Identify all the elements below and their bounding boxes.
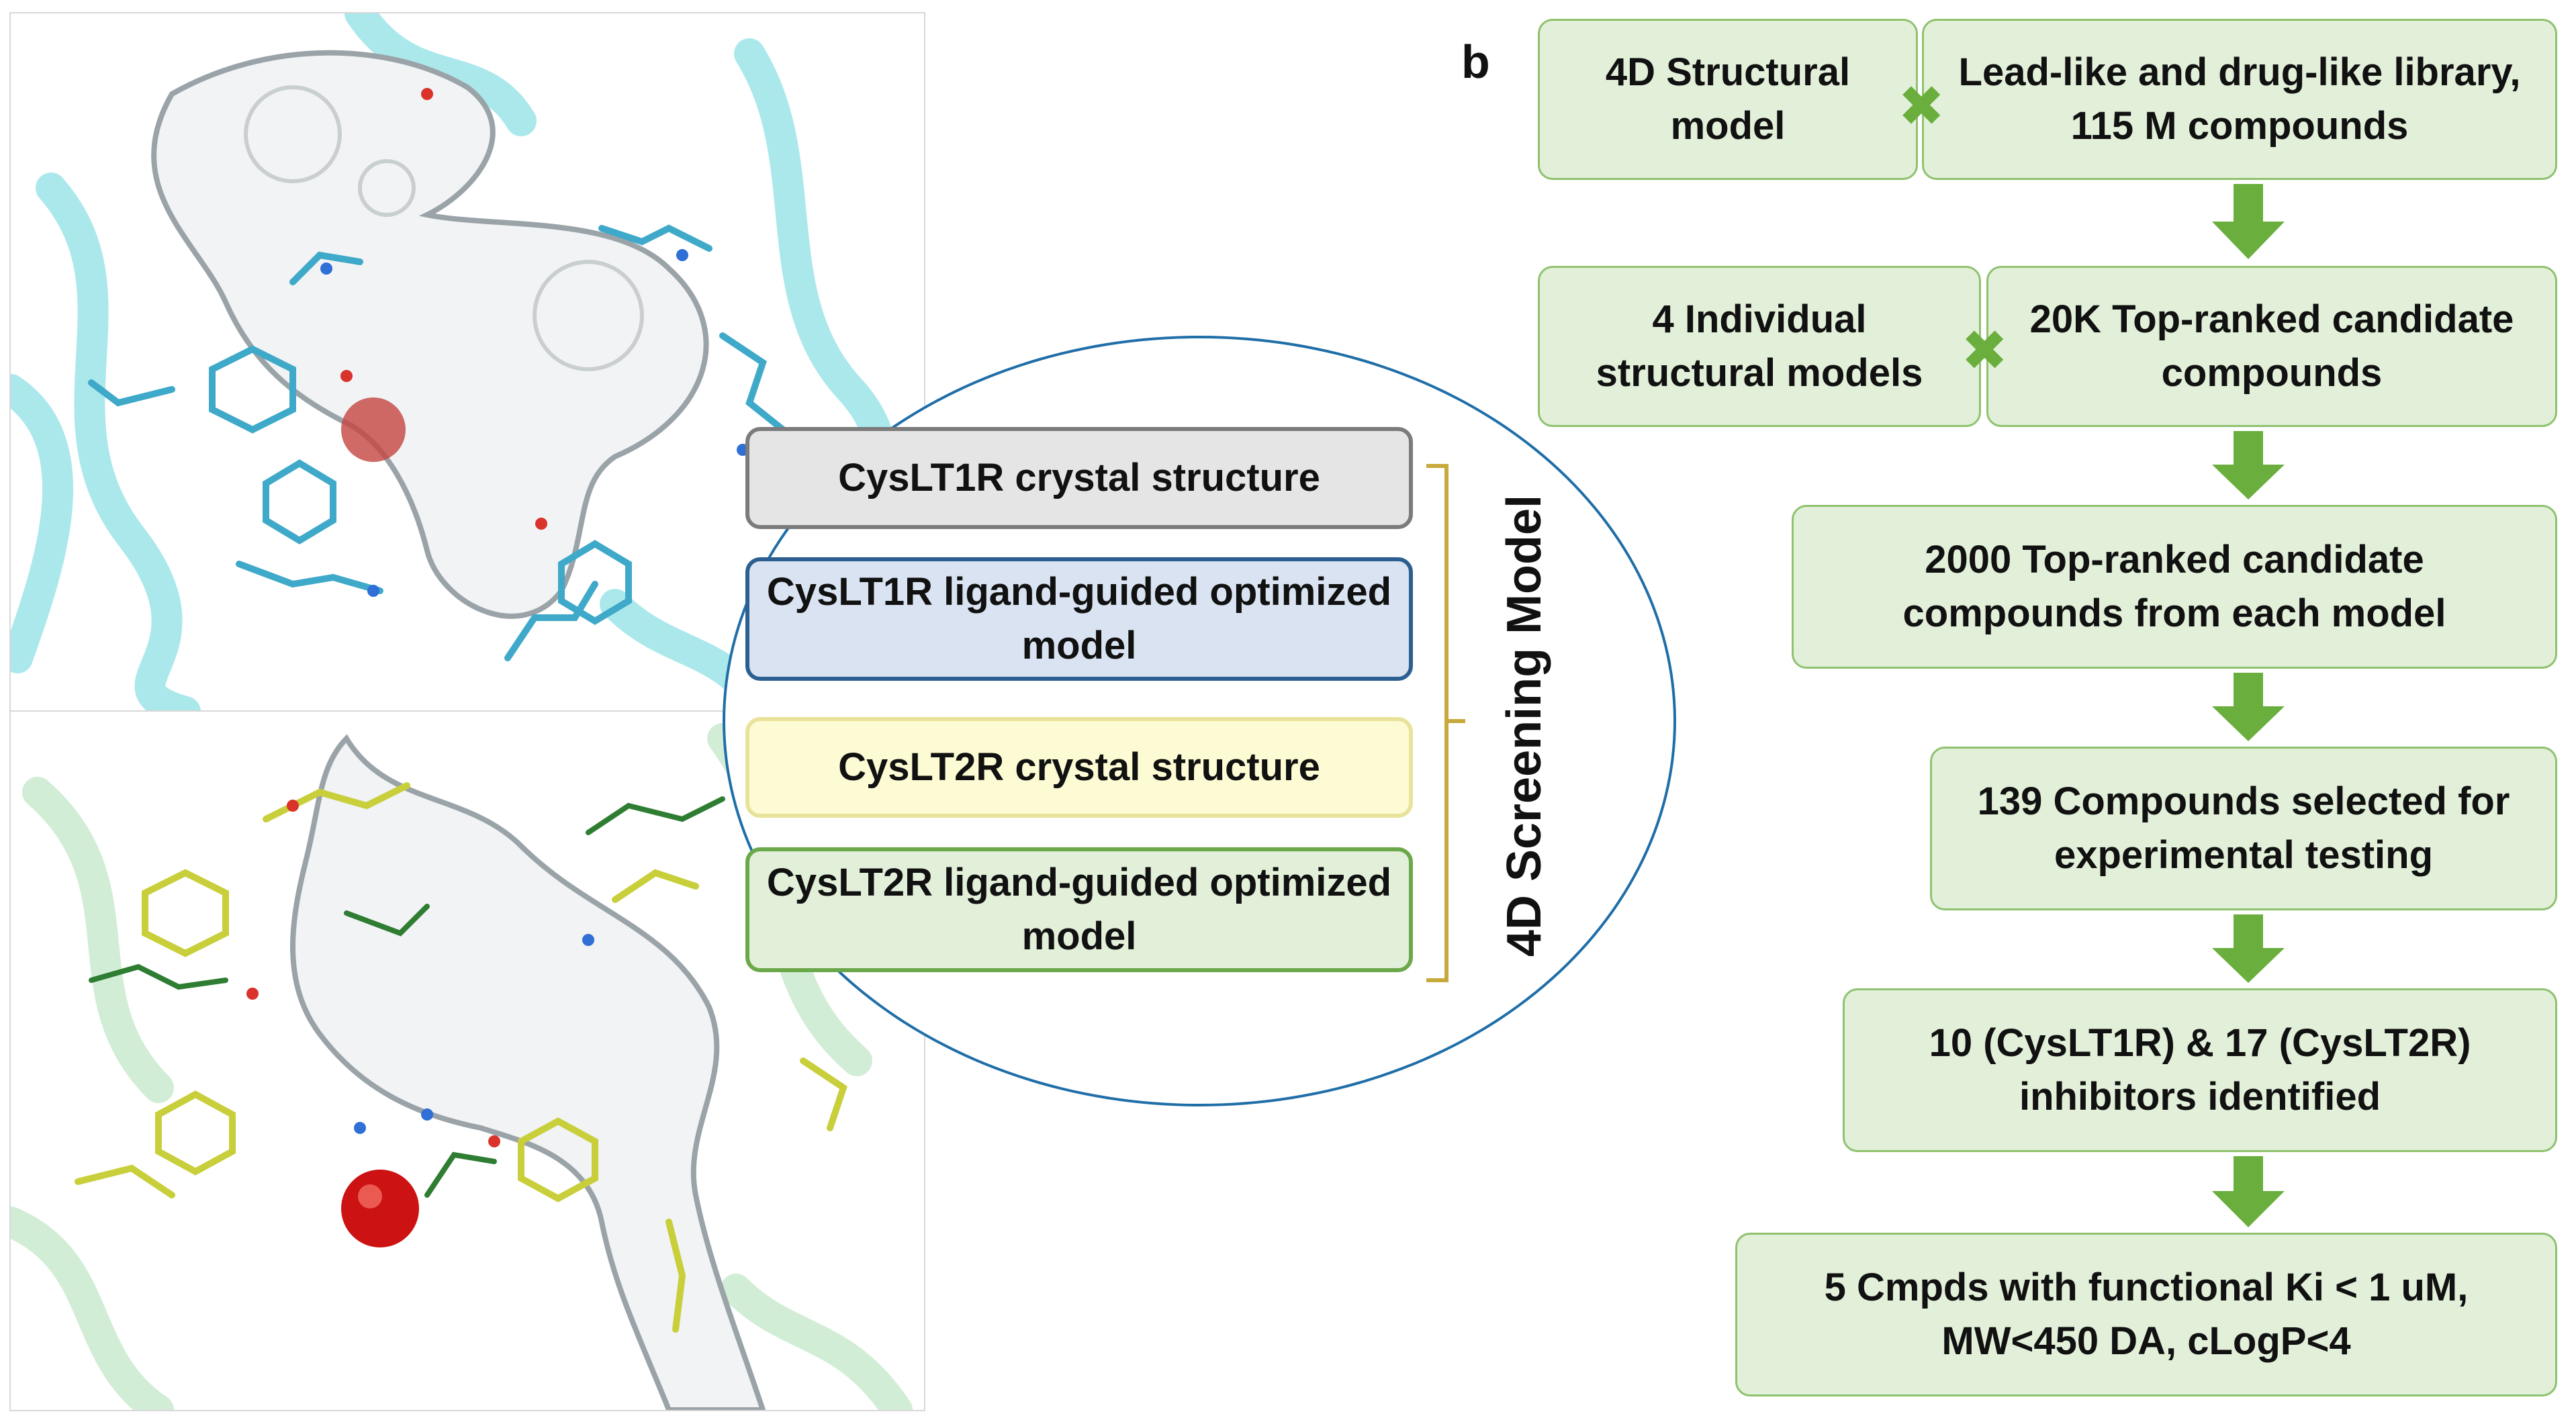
model-cyslt2r-crystal: CysLT2R crystal structure	[745, 717, 1413, 818]
compounds-selected-box: 139 Compounds selected for experimental …	[1930, 747, 2557, 910]
final-compounds-box: 5 Cmpds with functional Ki < 1 uM, MW<45…	[1735, 1233, 2557, 1396]
panel-b-label: b	[1461, 36, 1490, 88]
individual-models-box: 4 Individual structural models	[1538, 266, 1981, 427]
flow-arrow-2	[2212, 431, 2285, 500]
flow-arrow-1	[2212, 184, 2285, 259]
combine-icon: ✖	[1898, 75, 1945, 138]
flow-arrow-5	[2212, 1156, 2285, 1227]
top-ranked-2000-box: 2000 Top-ranked candidate compounds from…	[1792, 505, 2557, 669]
compound-library-box: Lead-like and drug-like library, 115 M c…	[1922, 19, 2557, 180]
model-cyslt1r-optimized: CysLT1R ligand-guided optimized model	[745, 557, 1413, 681]
structural-model-box: 4D Structural model	[1538, 19, 1918, 180]
top-ranked-20k-box: 20K Top-ranked candidate compounds	[1986, 266, 2557, 427]
model-cyslt1r-crystal: CysLT1R crystal structure	[745, 427, 1413, 529]
inhibitors-identified-box: 10 (CysLT1R) & 17 (CysLT2R) inhibitors i…	[1843, 988, 2557, 1152]
flow-arrow-3	[2212, 673, 2285, 741]
flow-arrow-4	[2212, 914, 2285, 983]
screening-model-title: 4D Screening Model	[1498, 494, 1551, 957]
model-bracket	[1426, 464, 1465, 982]
model-cyslt2r-optimized: CysLT2R ligand-guided optimized model	[745, 847, 1413, 972]
combine-icon: ✖	[1961, 319, 2009, 382]
